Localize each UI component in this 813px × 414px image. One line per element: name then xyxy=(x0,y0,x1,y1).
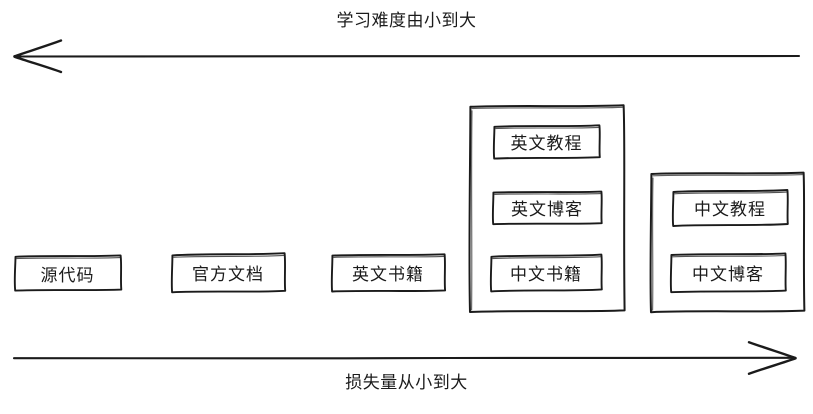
top-axis-label: 学习难度由小到大 xyxy=(336,11,477,31)
bottom-axis-label: 损失量从小到大 xyxy=(345,373,468,393)
node-english-tutorial[interactable]: 英文教程 xyxy=(510,134,583,154)
node-chinese-tutorial-shape xyxy=(671,189,789,227)
node-english-blog-shape xyxy=(491,190,603,226)
top-axis-arrow xyxy=(13,39,801,74)
bottom-axis-arrow xyxy=(12,341,797,375)
node-english-books[interactable]: 英文书籍 xyxy=(352,265,424,285)
node-chinese-tutorial[interactable]: 中文教程 xyxy=(694,200,766,220)
group-english-group[interactable] xyxy=(469,105,625,125)
node-english-tutorial-shape xyxy=(492,124,601,160)
node-chinese-blog-shape xyxy=(669,252,787,294)
node-source-code-shape xyxy=(13,254,123,292)
node-chinese-books[interactable]: 中文书籍 xyxy=(510,265,582,285)
node-english-blog[interactable]: 英文博客 xyxy=(511,200,583,220)
node-english-books-shape xyxy=(330,253,447,293)
node-official-docs[interactable]: 官方文档 xyxy=(192,264,264,285)
node-chinese-blog[interactable]: 中文博客 xyxy=(692,264,764,285)
node-chinese-books-shape xyxy=(489,253,603,293)
group-chinese-group[interactable] xyxy=(650,172,805,190)
node-official-docs-shape xyxy=(170,252,287,294)
node-source-code[interactable]: 源代码 xyxy=(40,265,95,286)
